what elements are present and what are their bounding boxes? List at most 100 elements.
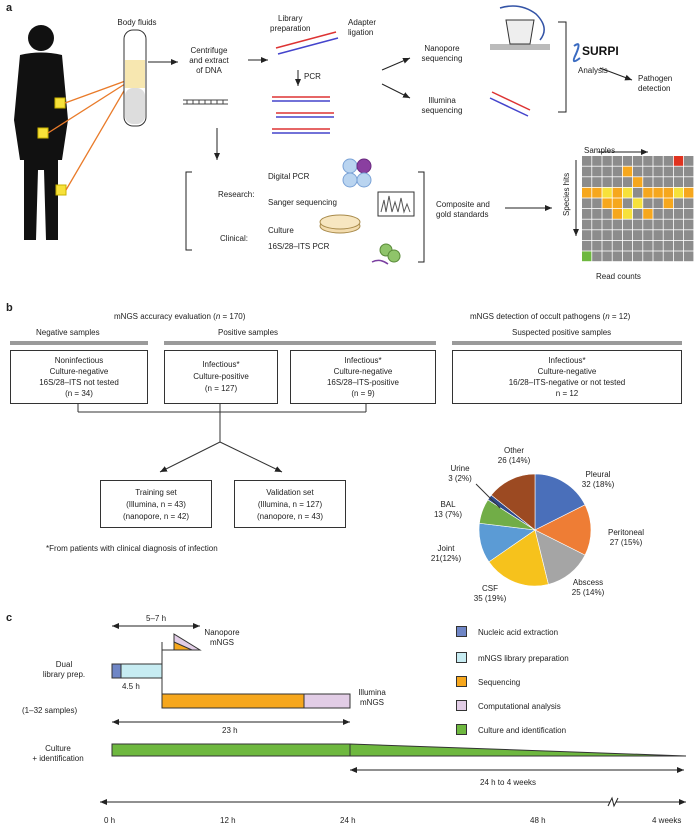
heatmap-cell (684, 219, 694, 230)
heatmap-cell (612, 166, 622, 177)
centrifuge-line: of DNA (196, 66, 222, 75)
heatmap-cell (653, 219, 663, 230)
heatmap-cell (612, 251, 622, 262)
nanopore-seq-line: sequencing (421, 54, 463, 63)
adapter-ligation-label: Adapter ligation (348, 18, 376, 38)
heatmap-cell (663, 187, 673, 198)
nanopore-seq-line: Nanopore (424, 44, 460, 53)
nanopore-mngs-line: mNGS (210, 638, 234, 647)
validation-set-box: Validation set (Illumina, n = 127) (nano… (234, 480, 346, 528)
heatmap-cell (602, 230, 612, 240)
heatmap-cell (673, 219, 684, 230)
nanopore-sequencing-label: Nanopore sequencing (412, 44, 472, 64)
heatmap-cell (653, 251, 663, 262)
pathogen-detection-line: Pathogen (638, 74, 673, 83)
heatmap-cell (592, 209, 602, 219)
box-line: Infectious* (548, 356, 586, 365)
read-counts-label: Read counts (596, 272, 641, 281)
samples-range-label: (1–32 samples) (22, 706, 78, 715)
heatmap-cell (602, 156, 612, 166)
heatmap-cell (673, 230, 684, 240)
heatmap-cell (673, 166, 684, 177)
heatmap-cell (663, 240, 673, 251)
culture-id-label: Culture + identification (18, 744, 98, 764)
heatmap-cell (673, 177, 684, 187)
pcr-dna-icon (272, 96, 334, 134)
centrifuge-line: and extract (189, 56, 229, 65)
heatmap-cell (592, 177, 602, 187)
illumina-seq-line: sequencing (421, 106, 463, 115)
heatmap-cell (622, 198, 633, 209)
heatmap-cell (643, 209, 653, 219)
heatmap-cell (643, 177, 653, 187)
culture-dish-icon (319, 214, 361, 234)
heatmap-cell (582, 240, 592, 251)
heatmap-cell (653, 209, 663, 219)
heatmap-cell (663, 166, 673, 177)
illumina-mngs-line: mNGS (360, 698, 384, 707)
heatmap-cell (633, 219, 643, 230)
surpi-logo-text: SURPI (582, 44, 619, 58)
heatmap-cell (663, 198, 673, 209)
tick-24h: 24 h (340, 816, 356, 825)
heatmap-cell (612, 187, 622, 198)
training-set-box: Training set (Illumina, n = 43) (nanopor… (100, 480, 212, 528)
heatmap-cell (684, 166, 694, 177)
box-line: Infectious* (202, 360, 240, 369)
heatmap-cell (582, 251, 592, 262)
heatmap-cell (643, 156, 653, 166)
heatmap-cell (684, 209, 694, 219)
tick-12h: 12 h (220, 816, 236, 825)
heatmap-cell (612, 209, 622, 219)
accuracy-title: mNGS accuracy evaluation (n = 170) (114, 312, 245, 322)
heatmap-cell (592, 219, 602, 230)
heatmap-cell (622, 230, 633, 240)
dual-library-line: library prep. (42, 670, 86, 679)
library-prep-line: Library (278, 14, 303, 23)
heatmap-cell (622, 187, 633, 198)
composite-line: gold standards (436, 210, 489, 219)
heatmap-cell (602, 251, 612, 262)
heatmap-cell (582, 187, 592, 198)
heatmap-cell (663, 230, 673, 240)
heatmap-cell (592, 240, 602, 251)
occult-title: mNGS detection of occult pathogens (n = … (470, 312, 630, 322)
legend-label: Computational analysis (478, 702, 561, 711)
box-line: 16/28–ITS-negative or not tested (508, 378, 626, 387)
heatmap-cell (602, 166, 612, 177)
pie-chart (475, 473, 592, 587)
box-line: n = 12 (555, 389, 579, 398)
pathogen-detection-line: detection (638, 84, 671, 93)
research-label: Research: (218, 190, 255, 199)
accuracy-n: n (215, 312, 221, 321)
pie-slice-pleural (534, 473, 586, 531)
negative-header-bar (10, 341, 148, 345)
pcr-label: PCR (304, 72, 321, 81)
box-line: (nanopore, n = 43) (256, 512, 324, 521)
infectious-positive-box: Infectious* Culture-positive (n = 127) (164, 350, 278, 404)
heatmap-cell (673, 198, 684, 209)
heatmap-cell (622, 177, 633, 187)
heatmap-cell (582, 209, 592, 219)
noninfectious-box: Noninfectious Culture-negative 16S/28–IT… (10, 350, 148, 404)
heatmap-cell (673, 156, 684, 166)
box-line: 16S/28–ITS-positive (326, 378, 400, 387)
composite-line: Composite and (436, 200, 490, 209)
pathogen-detection-label: Pathogen detection (638, 74, 672, 94)
heatmap-cell (612, 230, 622, 240)
library-dna-icon (275, 31, 339, 55)
legend-swatch (456, 724, 467, 735)
centrifuge-line: Centrifuge (190, 46, 228, 55)
adapter-ligation-line: ligation (348, 28, 374, 37)
heatmap-cell (673, 251, 684, 262)
heatmap-cell (653, 156, 663, 166)
library-prep-label: Library preparation (270, 14, 310, 34)
dna-icon (183, 99, 228, 105)
box-line: (nanopore, n = 42) (122, 512, 190, 521)
box-line: Culture-negative (49, 367, 109, 376)
